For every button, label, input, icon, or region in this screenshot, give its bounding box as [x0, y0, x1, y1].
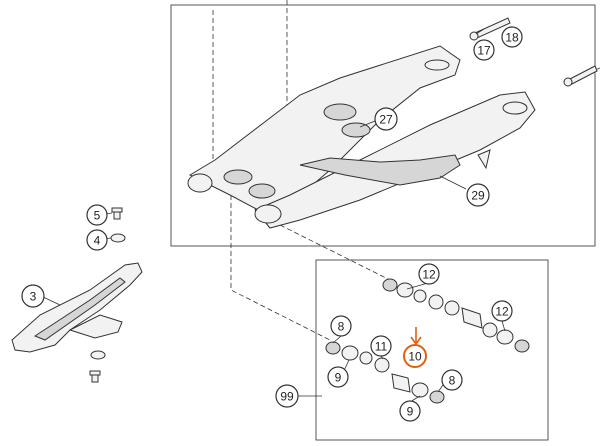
- callout-18: 18: [501, 26, 523, 48]
- pivot-bore-right: [254, 204, 282, 224]
- callout-17: 17: [473, 39, 495, 61]
- callout-10-label: 10: [408, 350, 422, 364]
- callout-11-label: 11: [375, 340, 388, 354]
- pivot-bore-left: [187, 173, 213, 193]
- bearing-kit-frame: [315, 259, 549, 441]
- callout-12-lower-label: 12: [495, 305, 509, 319]
- slider-screw-top: [111, 207, 123, 220]
- callout-8-right: 8: [441, 369, 463, 391]
- callout-9-right: 9: [399, 400, 421, 422]
- bearing-kit-parts: [325, 278, 530, 404]
- swingarm: [187, 45, 536, 229]
- swingarm-group-frame: [170, 4, 596, 247]
- highlight-arrow: [410, 327, 422, 346]
- callout-5-label: 5: [94, 209, 101, 223]
- chain-slider: [11, 262, 143, 353]
- callout-99: 99: [275, 384, 299, 408]
- callout-8-left: 8: [330, 315, 352, 337]
- callout-12-lower: 12: [491, 300, 513, 322]
- callout-29-label: 29: [471, 189, 485, 203]
- callout-8-right-label: 8: [449, 374, 456, 388]
- axle-slot-lower: [502, 101, 528, 115]
- callout-12-upper-label: 12: [422, 268, 436, 282]
- axle-bolts: [469, 17, 598, 87]
- callout-12-upper: 12: [418, 263, 440, 285]
- callout-3-label: 3: [30, 290, 37, 304]
- callout-27: 27: [374, 107, 398, 131]
- callout-27-label: 27: [379, 113, 393, 127]
- callout-8-left-label: 8: [338, 320, 345, 334]
- callout-99-label: 99: [280, 390, 294, 404]
- callout-3: 3: [21, 284, 45, 308]
- callout-4: 4: [86, 229, 108, 251]
- callout-5: 5: [86, 204, 108, 226]
- bearing-seat-left: [223, 169, 253, 185]
- callout-9-left-label: 9: [335, 371, 342, 385]
- callout-9-right-label: 9: [407, 405, 414, 419]
- bearing-seat-upper: [323, 103, 357, 121]
- slider-screw-bottom: [89, 370, 101, 383]
- slider-washer: [110, 233, 126, 243]
- callout-29: 29: [466, 183, 490, 207]
- axle-slot-upper: [424, 59, 450, 71]
- callout-18-label: 18: [505, 31, 519, 45]
- callout-10-highlighted: 10: [403, 344, 427, 368]
- callout-9-left: 9: [327, 366, 349, 388]
- bearing-seat-lower: [341, 122, 371, 138]
- bearing-seat-mid: [248, 183, 276, 199]
- callout-17-label: 17: [477, 44, 491, 58]
- callout-11: 11: [370, 335, 392, 357]
- callout-4-label: 4: [94, 234, 101, 248]
- slider-nut: [90, 350, 106, 360]
